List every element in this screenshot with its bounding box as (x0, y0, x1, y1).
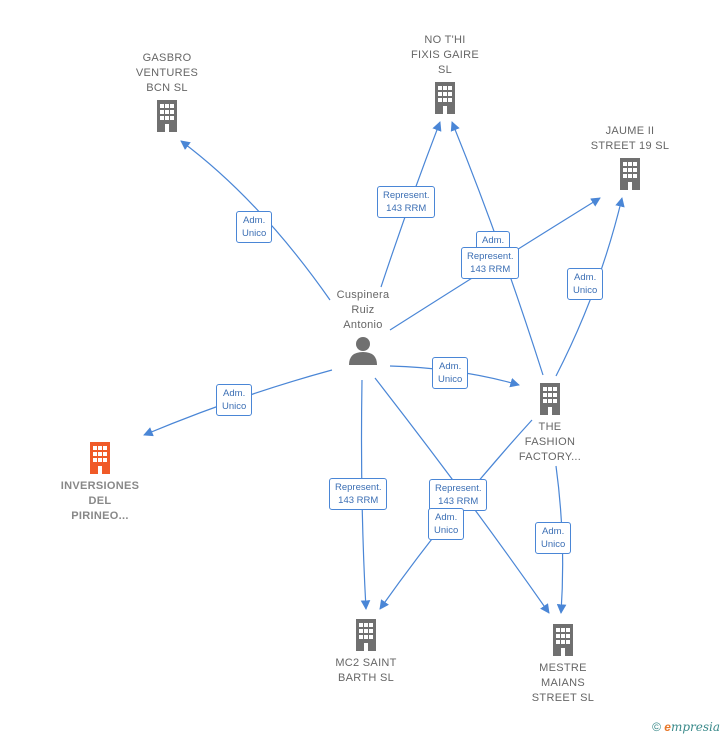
edge-label-adm-mc2[interactable]: Adm. Unico (428, 508, 465, 540)
node-label-mc2: MC2 SAINT BARTH SL (335, 657, 397, 684)
node-person[interactable]: Cuspinera Ruiz Antonio (313, 288, 413, 370)
node-label-mestre: MESTRE MAIANS STREET SL (531, 662, 595, 704)
edge-label-adm-inversiones[interactable]: Adm. Unico (216, 384, 253, 416)
copyright-icon: © (652, 720, 661, 734)
building-icon (536, 381, 564, 420)
node-jaume[interactable]: JAUME II STREET 19 SL (575, 124, 685, 195)
edge-label-rep-jaume[interactable]: Represent. 143 RRM (461, 247, 520, 279)
node-label-fashion: THE FASHION FACTORY... (518, 421, 582, 463)
edge-label-rep-mestre[interactable]: Represent. 143 RRM (429, 479, 488, 511)
node-notfixis[interactable]: NO T'HI FIXIS GAIRE SL (396, 33, 494, 119)
node-label-inversiones: INVERSIONES DEL PIRINEO... (60, 480, 140, 522)
brand-logo-letter: e (664, 720, 671, 734)
node-label-person: Cuspinera Ruiz Antonio (336, 289, 390, 331)
node-mestre[interactable]: MESTRE MAIANS STREET SL (513, 622, 613, 706)
node-label-gasbro: GASBRO VENTURES BCN SL (135, 52, 199, 94)
edge-label-adm-gasbro[interactable]: Adm. Unico (236, 211, 273, 243)
node-mc2[interactable]: MC2 SAINT BARTH SL (316, 617, 416, 686)
edge-label-rep-mc2[interactable]: Represent. 143 RRM (329, 478, 388, 510)
edge-label-rep-notfixis[interactable]: Represent. 143 RRM (377, 186, 436, 218)
building-icon (153, 98, 181, 137)
node-fashion[interactable]: THE FASHION FACTORY... (500, 381, 600, 465)
building-icon (549, 622, 577, 661)
brand-name: mpresia (670, 720, 720, 734)
brand-footer: © empresia (652, 720, 720, 734)
building-icon (431, 80, 459, 119)
node-label-jaume: JAUME II STREET 19 SL (590, 125, 670, 152)
node-label-notfixis: NO T'HI FIXIS GAIRE SL (410, 34, 480, 76)
edge-label-adm-jaume[interactable]: Adm. Unico (567, 268, 604, 300)
edge-label-adm-mestre[interactable]: Adm. Unico (535, 522, 572, 554)
edge-label-adm-fashion[interactable]: Adm. Unico (432, 357, 469, 389)
building-icon (352, 617, 380, 656)
node-gasbro[interactable]: GASBRO VENTURES BCN SL (118, 51, 216, 137)
node-inversiones[interactable]: INVERSIONES DEL PIRINEO... (45, 440, 155, 524)
building-icon (86, 440, 114, 479)
edge-person-gasbro (180, 140, 331, 301)
building-icon (616, 156, 644, 195)
person-icon (348, 335, 378, 370)
